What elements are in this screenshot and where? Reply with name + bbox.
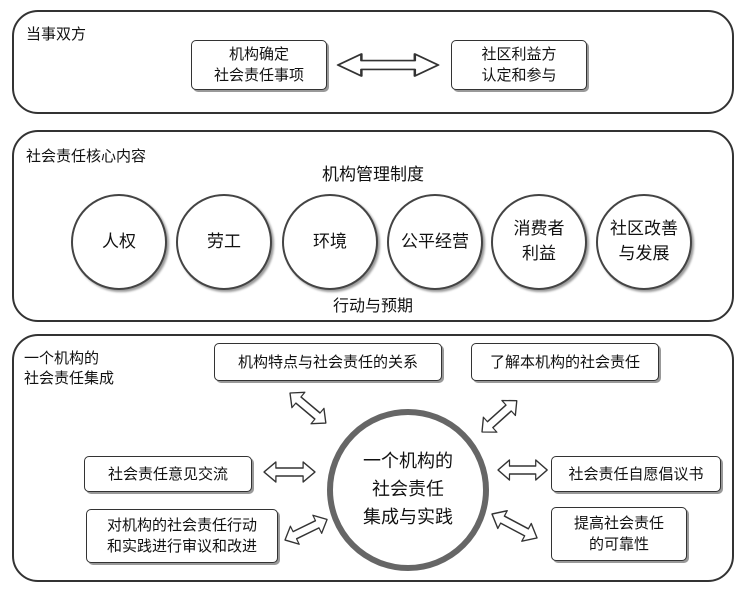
integration-panel-title: 一个机构的 社会责任集成 [24, 349, 115, 387]
two-way-arrow-top-left [282, 384, 333, 432]
two-way-arrow-bottom-right [486, 504, 543, 548]
parties-panel: 当事双方 [12, 10, 734, 114]
understand-responsibility-box: 了解本机构的社会责任 [471, 343, 659, 381]
two-way-arrow-parties [336, 52, 440, 78]
core-subject-community: 社区改善 与发展 [596, 194, 692, 290]
integration-center-circle: 一个机构的 社会责任 集成与实践 [327, 409, 489, 571]
two-way-arrow-left [263, 461, 316, 483]
core-content-panel-title: 社会责任核心内容 [26, 147, 147, 165]
parties-panel-title: 当事双方 [26, 25, 87, 43]
actions-label: 行动与预期 [332, 296, 413, 315]
core-subject-human-rights: 人权 [71, 194, 167, 290]
core-subject-labour: 劳工 [176, 194, 272, 290]
voluntary-initiatives-box: 社会责任自愿倡议书 [551, 456, 721, 492]
core-subject-environment: 环境 [282, 194, 378, 290]
org-identify-box: 机构确定 社会责任事项 [191, 40, 327, 90]
stakeholder-box: 社区利益方 认定和参与 [451, 40, 587, 90]
two-way-arrow-top-right [474, 392, 525, 441]
credibility-box: 提高社会责任 的可靠性 [551, 507, 687, 561]
org-characteristics-box: 机构特点与社会责任的关系 [214, 343, 442, 381]
two-way-arrow-right [497, 459, 548, 481]
core-subject-fair-operating: 公平经营 [387, 194, 483, 290]
core-subject-consumer: 消费者 利益 [491, 194, 587, 290]
two-way-arrow-bottom-left [279, 509, 333, 550]
review-improve-box: 对机构的社会责任行动 和实践进行审议和改进 [86, 509, 278, 563]
communication-box: 社会责任意见交流 [84, 456, 252, 492]
governance-label: 机构管理制度 [322, 165, 424, 185]
